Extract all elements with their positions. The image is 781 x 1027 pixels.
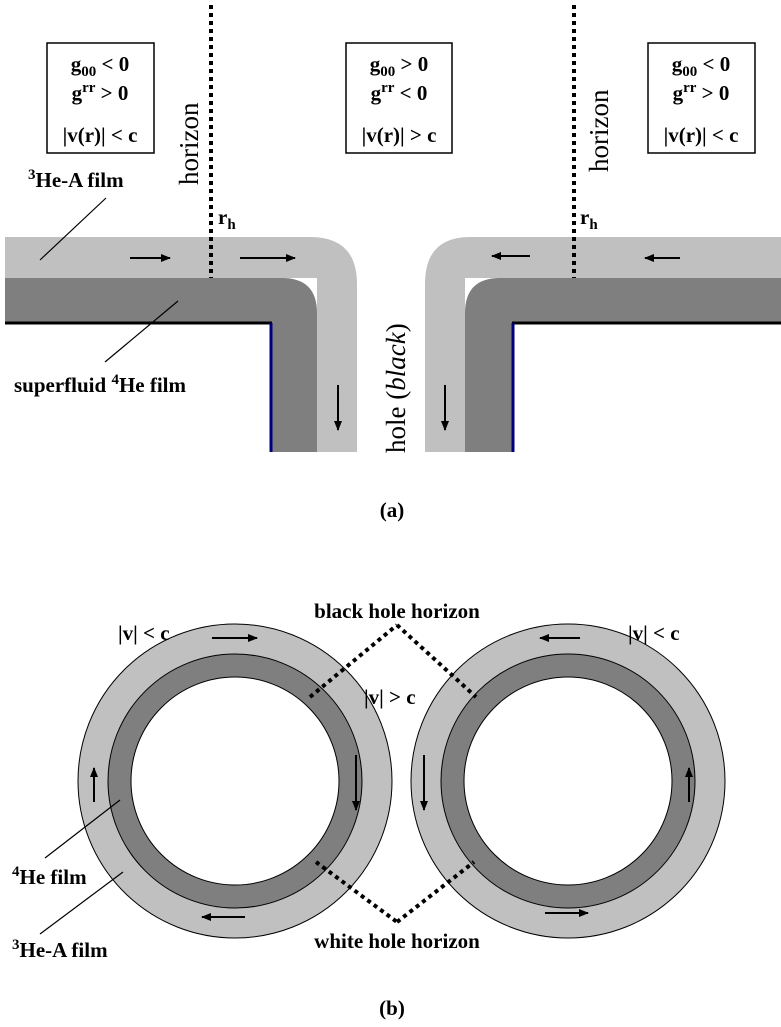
black-hole-horizon-label: black hole horizon — [314, 599, 480, 623]
conditions-box-center — [345, 42, 453, 154]
hole-label: hole (black) — [381, 323, 411, 453]
he3-film-right — [425, 237, 781, 452]
caption-b: (b) — [379, 996, 405, 1020]
rh-label-right: rh — [580, 205, 598, 233]
conditions-box-right — [647, 42, 756, 154]
horizon-label-right: horizon — [584, 89, 614, 172]
g00-condition: g00 > 0 — [370, 52, 428, 80]
grr-condition: grr < 0 — [371, 80, 428, 105]
black-hole-horizon-line — [308, 623, 399, 699]
rh-label-left: rh — [218, 205, 236, 233]
he3-leader-line — [39, 871, 124, 935]
he4-leader-line — [104, 300, 179, 363]
figure-a: g00 < 0 grr > 0 |v(r)| < c g00 > 0 grr <… — [5, 5, 781, 522]
grr-condition: grr > 0 — [673, 80, 730, 105]
white-hole-horizon-line — [395, 860, 476, 924]
caption-a: (a) — [380, 498, 405, 522]
velocity-less-left: |v| < c — [118, 621, 170, 645]
white-hole-horizon-label: white hole horizon — [314, 929, 480, 953]
velocity-condition: |v(r)| > c — [362, 123, 437, 147]
figure-b: black hole horizon white hole horizon |v… — [12, 599, 726, 1020]
he3-leader-line — [39, 197, 107, 261]
hole-right — [463, 676, 673, 886]
he3-film-label: 3He-A film — [12, 937, 108, 962]
he3-film-left — [5, 237, 357, 452]
black-hole-horizon-line — [395, 623, 478, 699]
velocity-condition: |v(r)| < c — [664, 123, 739, 147]
conditions-box-left — [46, 42, 155, 154]
g00-condition: g00 < 0 — [672, 52, 730, 80]
velocity-condition: |v(r)| < c — [63, 123, 138, 147]
he4-film-label: 4He film — [12, 864, 87, 889]
he4-leader-line — [44, 799, 121, 859]
white-hole-horizon-line — [314, 860, 399, 924]
grr-condition: grr > 0 — [72, 80, 129, 105]
hole-left — [130, 676, 340, 886]
horizon-label-left: horizon — [174, 102, 204, 185]
he3-film-label: 3He-A film — [28, 167, 124, 192]
g00-condition: g00 < 0 — [71, 52, 129, 80]
he4-film-label: superfluid 4He film — [14, 372, 187, 397]
velocity-less-right: |v| < c — [628, 621, 680, 645]
velocity-greater: |v| > c — [364, 685, 416, 709]
